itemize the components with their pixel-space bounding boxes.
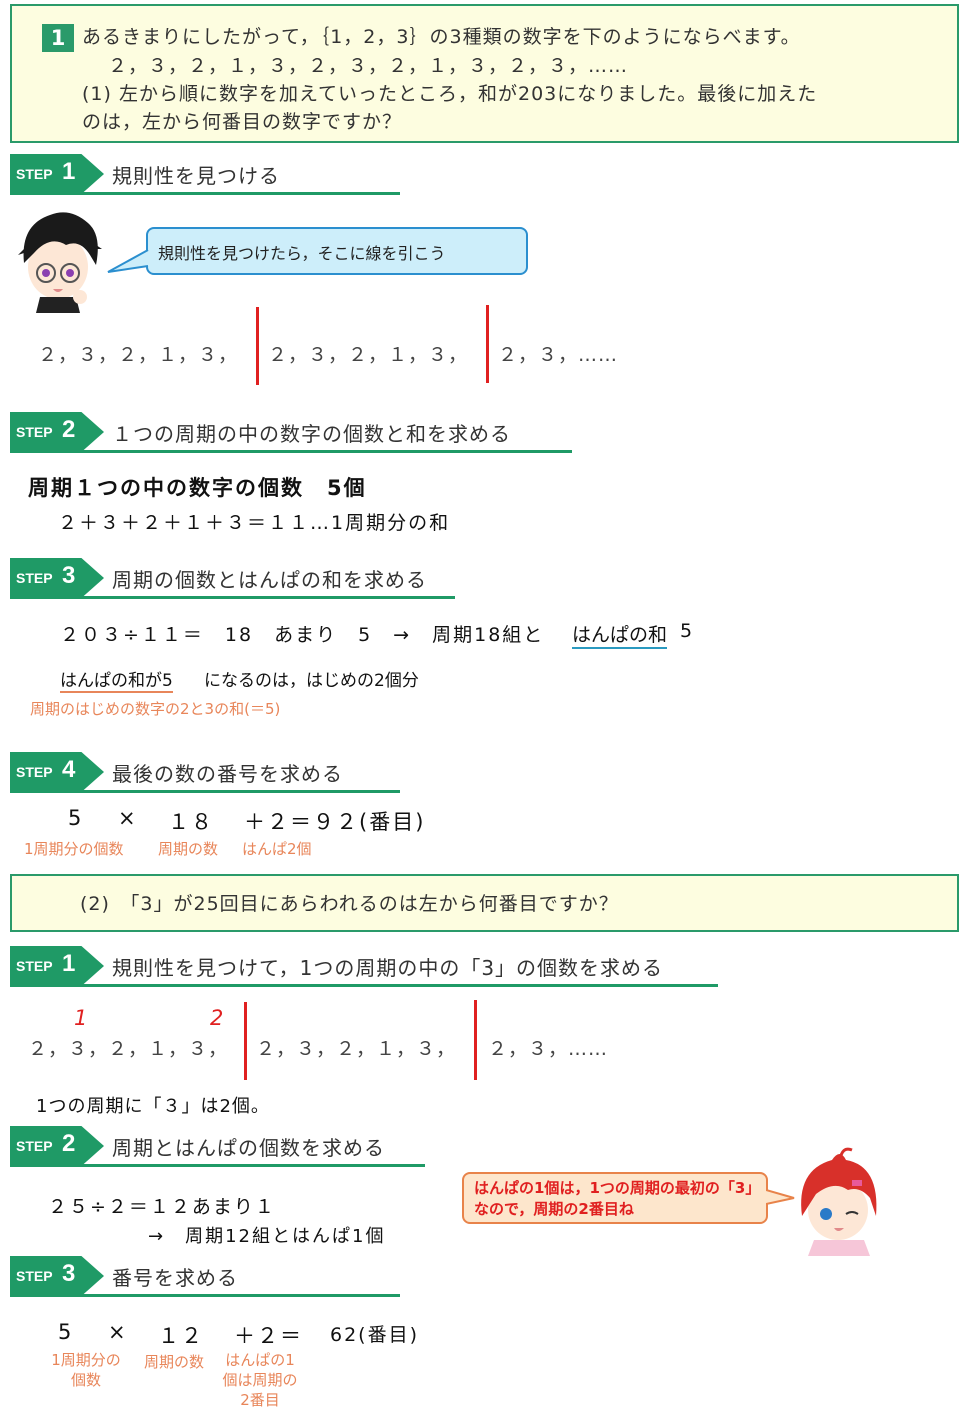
remainder-sum-value: 5: [680, 620, 695, 642]
period-sum-line: ２＋３＋２＋１＋３＝１１…1周期分の和: [58, 512, 451, 534]
sequence-group-3: ２，３，……: [498, 344, 619, 366]
formula-note: 1周期分の個数: [51, 1351, 121, 1389]
formula-term: １８: [168, 810, 214, 834]
formula-term: １２: [158, 1324, 204, 1348]
problem-line-4: のは，左から何番目の数字ですか？: [82, 111, 403, 133]
problem-2-text: (2) 「3」が25回目にあらわれるのは左から何番目ですか？: [80, 893, 619, 915]
step-underline: [10, 1164, 425, 1167]
remainder-explanation-a: はんぱの和が5: [60, 666, 173, 693]
count-result: 1つの周期に「３」は2個。: [36, 1096, 270, 1117]
hint-text: 規則性を見つけたら，そこに線を引こう: [158, 244, 446, 263]
sequence-group-1: ２，３，２，１，３，: [28, 1038, 229, 1060]
period-divider: [256, 307, 259, 385]
problem-2-box: (2) 「3」が25回目にあらわれるのは左から何番目ですか？: [10, 874, 959, 932]
period-count-line: 周期１つの中の数字の個数 5個: [28, 476, 367, 500]
formula-note: 1周期分の個数: [24, 840, 124, 858]
period-result-line: → 周期12組とはんぱ1個: [148, 1226, 386, 1247]
formula-note: はんぱの1個は周期の2番目: [222, 1351, 298, 1409]
girl-character-icon: [801, 1147, 877, 1256]
step-underline: [10, 790, 400, 793]
hint-bubble: 規則性を見つけたら，そこに線を引こう: [146, 227, 528, 275]
step-title: 周期の個数とはんぱの和を求める: [112, 568, 427, 592]
step-title: １つの周期の中の数字の個数と和を求める: [112, 422, 511, 446]
problem-line-3: (1) 左から順に数字を加えていったところ，和が203になりました。最後に加えた: [82, 83, 818, 105]
bubble-pointer: [107, 249, 149, 273]
count-mark: 1: [74, 1006, 88, 1030]
step-title: 規則性を見つける: [112, 164, 280, 188]
remainder-note: 周期のはじめの数字の2と3の和(＝5): [30, 700, 281, 718]
period-divider: [474, 1000, 477, 1080]
period-divider: [486, 305, 489, 383]
formula-result: ＋２＝９２(番目): [244, 810, 426, 834]
problem-number: 1: [42, 24, 74, 52]
period-divider: [244, 1002, 247, 1080]
division-line: ２０３÷１１＝ 18 あまり 5 → 周期18組と: [60, 624, 545, 646]
step-underline: [10, 450, 572, 453]
formula-note: 周期の数: [143, 1353, 204, 1371]
step-underline: [10, 984, 718, 987]
problem-sequence: ２，３，２，１，３，２，３，２，１，３，２，３，……: [108, 55, 629, 77]
formula-operator: ×: [118, 806, 138, 830]
boy-character-icon: [18, 212, 102, 313]
step-title: 周期とはんぱの個数を求める: [112, 1136, 385, 1160]
formula-plus: ＋２＝: [234, 1324, 303, 1348]
girl-hint-bubble: はんぱの1個は，1つの周期の最初の「3」なので，周期の2番目ね: [462, 1172, 768, 1224]
problem-box: 1 あるきまりにしたがって，｛1，2，3｝の3種類の数字を下のようにならべます。…: [10, 4, 959, 143]
sequence-group-1: ２，３，２，１，３，: [38, 344, 239, 366]
remainder-sum-label: はんぱの和: [572, 620, 668, 649]
step-title: 最後の数の番号を求める: [112, 762, 343, 786]
formula-result: 62(番目): [330, 1324, 420, 1346]
sequence-group-2: ２，３，２，１，３，: [256, 1038, 457, 1060]
remainder-explanation-b: になるのは，はじめの2個分: [204, 671, 419, 691]
step-title: 番号を求める: [112, 1266, 238, 1290]
sequence-group-2: ２，３，２，１，３，: [268, 344, 469, 366]
formula-operator: ×: [108, 1320, 128, 1344]
girl-hint-text: はんぱの1個は，1つの周期の最初の「3」なので，周期の2番目ね: [474, 1179, 753, 1218]
division-line: ２５÷２＝１２あまり１: [48, 1196, 276, 1218]
formula-note: はんぱ2個: [242, 840, 312, 858]
step-underline: [10, 596, 455, 599]
count-mark: 2: [210, 1006, 224, 1030]
problem-line-1: あるきまりにしたがって，｛1，2，3｝の3種類の数字を下のようにならべます。: [82, 26, 801, 48]
step-underline: [10, 1294, 400, 1297]
step-title: 規則性を見つけて，1つの周期の中の「3」の個数を求める: [112, 956, 664, 980]
formula-note: 周期の数: [158, 840, 219, 858]
sequence-group-3: ２，３，……: [488, 1038, 609, 1060]
formula-term: 5: [58, 1320, 74, 1344]
bubble-pointer: [766, 1189, 795, 1205]
formula-term: 5: [68, 806, 84, 830]
step-underline: [10, 192, 400, 195]
